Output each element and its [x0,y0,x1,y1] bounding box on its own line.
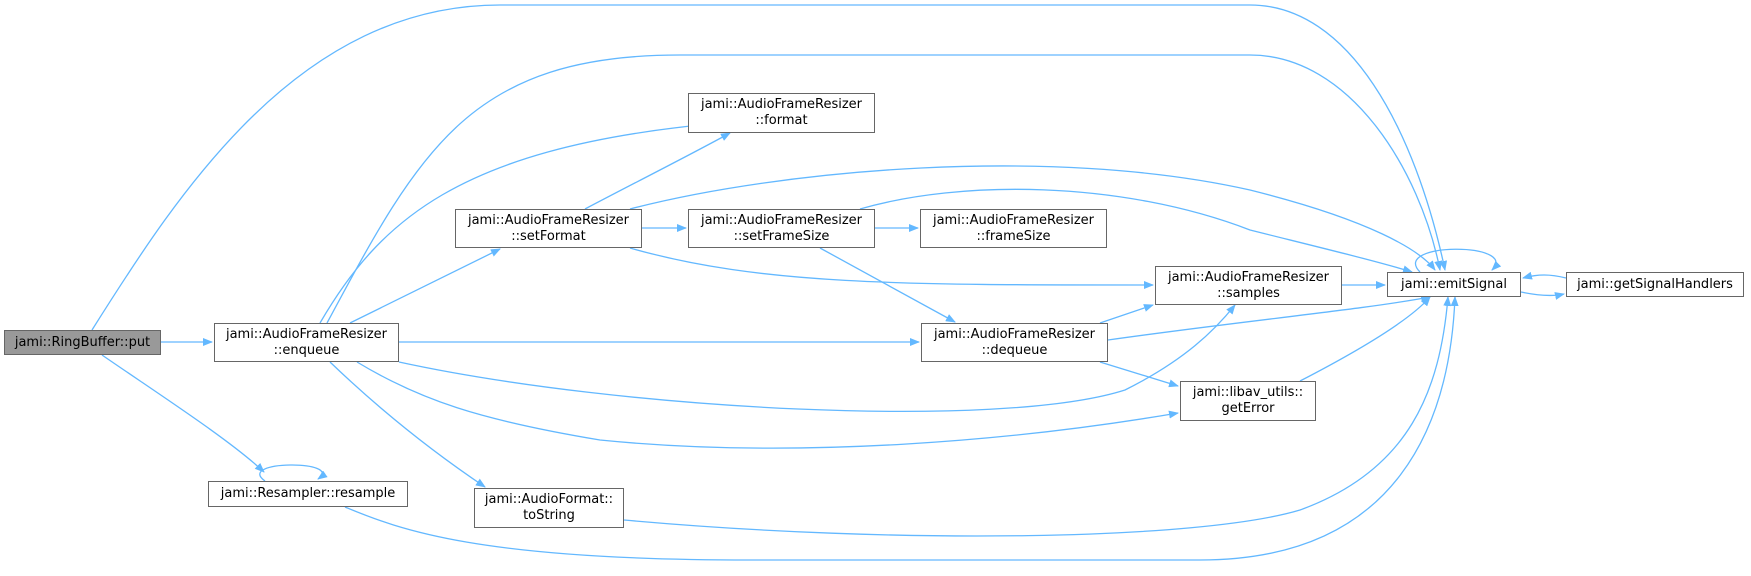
node-label-line: jami::emitSignal [1401,276,1507,292]
node-label-line: ::format [755,113,808,128]
edge-put-to-emitSignal [91,4,1448,331]
edge-getError-to-emitSignal [1299,296,1431,382]
edge-setFormat-to-samples [629,247,1154,289]
node-label-line: jami::AudioFrameResizer [225,326,388,342]
edge-setFrameSize-to-dequeue [819,247,956,323]
node-label-line: jami::AudioFrameResizer [1167,269,1330,285]
node-label-line: ::enqueue [273,342,340,358]
node-enqueue[interactable]: jami::AudioFrameResizer::enqueue [214,323,399,362]
edge-enqueue-to-format [319,121,701,324]
node-label-line: jami::AudioFrameResizer [700,212,863,228]
edge-enqueue-to-emitSignal [326,54,1443,324]
node-getError[interactable]: jami::libav_utils::getError [1180,381,1316,421]
edge-setFormat-to-format [584,132,731,210]
node-getSignalHandlers[interactable]: jami::getSignalHandlers [1566,272,1744,297]
node-resample[interactable]: jami::Resampler::resample [208,481,408,507]
node-label-line: ::dequeue [981,342,1048,358]
edge-dequeue-to-getError [1099,361,1179,388]
edge-enqueue-to-getError [356,361,1179,449]
node-label-line: jami::libav_utils:: [1192,385,1304,400]
node-label-line: getError [1221,401,1275,416]
edge-put-to-resample [101,354,265,473]
edge-dequeue-to-samples [1099,304,1154,324]
edge-toString-to-emitSignal [623,296,1452,537]
node-format[interactable]: jami::AudioFrameResizer::format [688,93,875,133]
node-label-line: ::setFrameSize [733,228,830,244]
edge-resample-to-resample [259,464,328,482]
node-label-line: ::samples [1217,285,1280,301]
node-label-line: jami::AudioFrameResizer [932,212,1095,228]
node-label-line: toString [523,508,575,523]
node-samples[interactable]: jami::AudioFrameResizer::samples [1155,266,1342,305]
edge-dequeue-to-emitSignal [1107,294,1431,341]
node-label-line: jami::getSignalHandlers [1577,276,1733,292]
edge-resample-to-emitSignal [344,296,1459,561]
node-label-line: jami::AudioFrameResizer [467,212,630,228]
node-emitSignal[interactable]: jami::emitSignal [1387,272,1521,297]
edge-emitSignal-to-emitSignal [1415,248,1502,273]
node-label-line: jami::AudioFrameResizer [933,326,1096,342]
node-dequeue[interactable]: jami::AudioFrameResizer::dequeue [921,323,1108,362]
node-label-line: jami::Resampler::resample [220,486,396,501]
node-label-line: jami::RingBuffer::put [14,334,151,350]
node-label-line: jami::AudioFrameResizer [700,97,863,112]
edge-enqueue-to-setFormat [349,248,501,324]
node-label-line: ::frameSize [976,228,1051,244]
edge-emitSignal-to-getSignalHandlers [1520,291,1565,300]
edge-setFrameSize-to-emitSignal [859,188,1413,274]
node-label-line: ::setFormat [511,228,586,244]
edge-enqueue-to-samples [398,304,1236,413]
edge-setFormat-to-emitSignal [629,165,1436,271]
node-toString[interactable]: jami::AudioFormat::toString [474,488,624,528]
node-label-line: jami::AudioFormat:: [484,492,614,507]
node-setFormat[interactable]: jami::AudioFrameResizer::setFormat [455,209,642,248]
node-setFrameSize[interactable]: jami::AudioFrameResizer::setFrameSize [688,209,875,248]
edge-getSignalHandlers-to-emitSignal [1522,271,1567,280]
edge-enqueue-to-toString [329,361,486,488]
node-frameSize[interactable]: jami::AudioFrameResizer::frameSize [920,209,1107,248]
node-put: jami::RingBuffer::put [4,330,161,355]
